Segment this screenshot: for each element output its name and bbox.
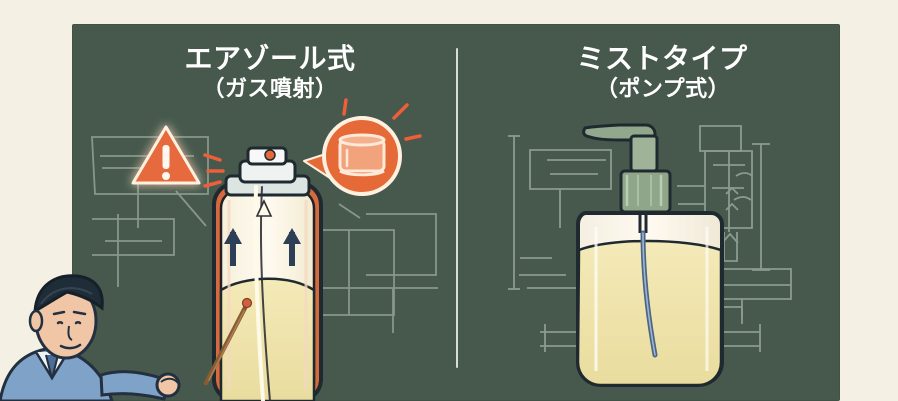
warning-sign xyxy=(131,125,201,185)
mist-type-title: ミストタイプ xyxy=(576,42,748,75)
teacher-character xyxy=(0,274,181,401)
spray-accent-lines xyxy=(203,98,422,188)
pointer-stick xyxy=(203,297,253,386)
aerosol-can xyxy=(212,146,323,401)
mist-type-subtitle: （ポンプ式） xyxy=(595,77,731,102)
panel-divider xyxy=(456,48,458,368)
pump-bottle xyxy=(576,123,724,387)
aerosol-subtitle: （ガス噴射） xyxy=(202,77,338,102)
aerosol-title: エアゾール式 xyxy=(184,42,356,75)
container-callout xyxy=(303,116,402,196)
